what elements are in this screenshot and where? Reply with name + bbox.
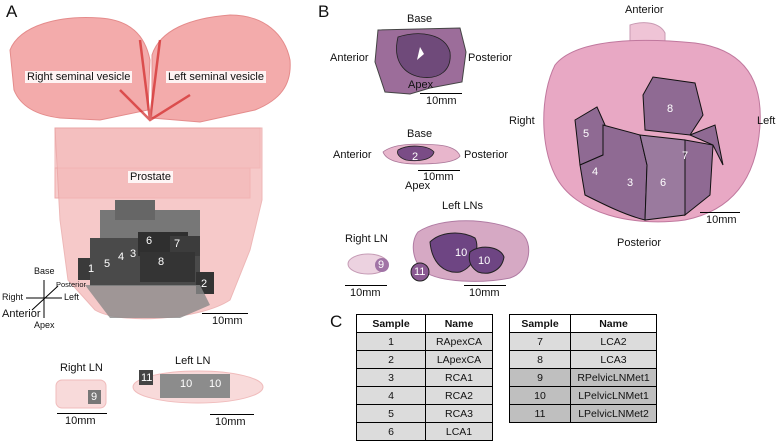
ln-sample-10a-label: 10 <box>180 378 193 390</box>
s2-posterior-label: Posterior <box>464 149 509 161</box>
sample-6-label: 6 <box>146 235 153 247</box>
panel-label-c: C <box>330 312 343 331</box>
b-right-ln-label: Right LN <box>345 233 388 245</box>
header-name: Name <box>570 314 657 333</box>
big-scale-label: 10mm <box>706 214 737 226</box>
s2-base-label: Base <box>407 128 433 140</box>
big-sample-8-label: 8 <box>667 103 674 115</box>
b-scale-label-lln: 10mm <box>469 287 500 299</box>
sample-1-label: 1 <box>88 263 95 275</box>
left-lns-label: Left LNs <box>442 200 483 212</box>
scale-bar-prostate <box>202 313 248 314</box>
b-ln-sample-10a-label: 10 <box>455 247 468 259</box>
big-sample-5-label: 5 <box>583 128 590 140</box>
b-scale-bar-lln <box>464 285 506 286</box>
s1-scale-bar <box>420 93 462 94</box>
b-ln-sample-9-label: 9 <box>378 259 385 271</box>
prostate-label: Prostate <box>128 171 173 183</box>
big-posterior-label: Posterior <box>617 237 662 249</box>
prostate-3d-model <box>9 14 291 409</box>
axis-anterior-label: Anterior <box>2 308 41 320</box>
b-scale-bar-rln <box>345 285 387 286</box>
right-seminal-vesicle-shape <box>9 17 151 121</box>
sample-4-label: 4 <box>118 251 125 263</box>
axis-left-label: Left <box>64 292 80 302</box>
ln-sample-10b-label: 10 <box>209 378 222 390</box>
left-seminal-vesicle-label: Left seminal vesicle <box>166 71 266 83</box>
left-ln-label: Left LN <box>175 355 211 367</box>
header-sample: Sample <box>356 314 426 333</box>
s1-apex-label: Apex <box>408 79 434 91</box>
big-anterior-label: Anterior <box>625 4 664 16</box>
axis-posterior-label: Posterior <box>56 280 87 289</box>
sample-2-label: 2 <box>201 278 208 290</box>
s2-apex-label: Apex <box>405 180 431 192</box>
left-seminal-vesicle-shape <box>151 14 291 123</box>
scale-label-lln: 10mm <box>215 416 246 428</box>
sample-8-label: 8 <box>158 256 165 268</box>
big-sample-3-label: 3 <box>627 177 634 189</box>
scale-bar-lln <box>210 414 254 415</box>
b-scale-label-rln: 10mm <box>350 287 381 299</box>
axis-right-label: Right <box>2 292 24 302</box>
right-seminal-vesicle-label: Right seminal vesicle <box>25 71 133 83</box>
axis-base-label: Base <box>34 266 55 276</box>
orientation-axes <box>26 280 62 318</box>
b-ln-sample-11-label: 11 <box>414 266 426 278</box>
axis-apex-label: Apex <box>34 320 55 330</box>
panel-label-a: A <box>6 2 18 21</box>
b-ln-sample-10b-label: 10 <box>478 255 491 267</box>
big-sample-6-label: 6 <box>660 177 667 189</box>
histology-section-2 <box>382 143 461 165</box>
s2-scale-label: 10mm <box>423 171 454 183</box>
prostate-cross-section <box>543 22 761 223</box>
s1-base-label: Base <box>407 13 433 25</box>
ln-sample-9-label: 9 <box>91 391 98 403</box>
header-sample: Sample <box>509 314 571 333</box>
histology-section-1 <box>374 27 467 95</box>
s1-posterior-label: Posterior <box>468 52 513 64</box>
sample-5-label: 5 <box>104 258 111 270</box>
big-sample-7-label: 7 <box>682 150 689 162</box>
big-right-label: Right <box>509 115 535 127</box>
header-name: Name <box>425 314 493 333</box>
scale-bar-rln <box>57 413 107 414</box>
histology-ln-sections <box>347 220 530 282</box>
sample-7-label: 7 <box>174 238 181 250</box>
s2-sample-2-label: 2 <box>412 151 419 163</box>
s1-scale-label: 10mm <box>426 95 457 107</box>
sample-3-label: 3 <box>130 248 137 260</box>
right-ln-label: Right LN <box>60 362 103 374</box>
scale-label-rln: 10mm <box>65 415 96 427</box>
s2-anterior-label: Anterior <box>333 149 372 161</box>
scale-label-prostate: 10mm <box>212 315 243 327</box>
big-scale-bar <box>700 212 740 213</box>
big-sample-4-label: 4 <box>592 166 599 178</box>
ln-sample-11-label: 11 <box>141 372 153 384</box>
panel-label-b: B <box>318 2 330 21</box>
s2-scale-bar <box>418 170 460 171</box>
big-left-label: Left <box>757 115 776 127</box>
s1-anterior-label: Anterior <box>330 52 369 64</box>
